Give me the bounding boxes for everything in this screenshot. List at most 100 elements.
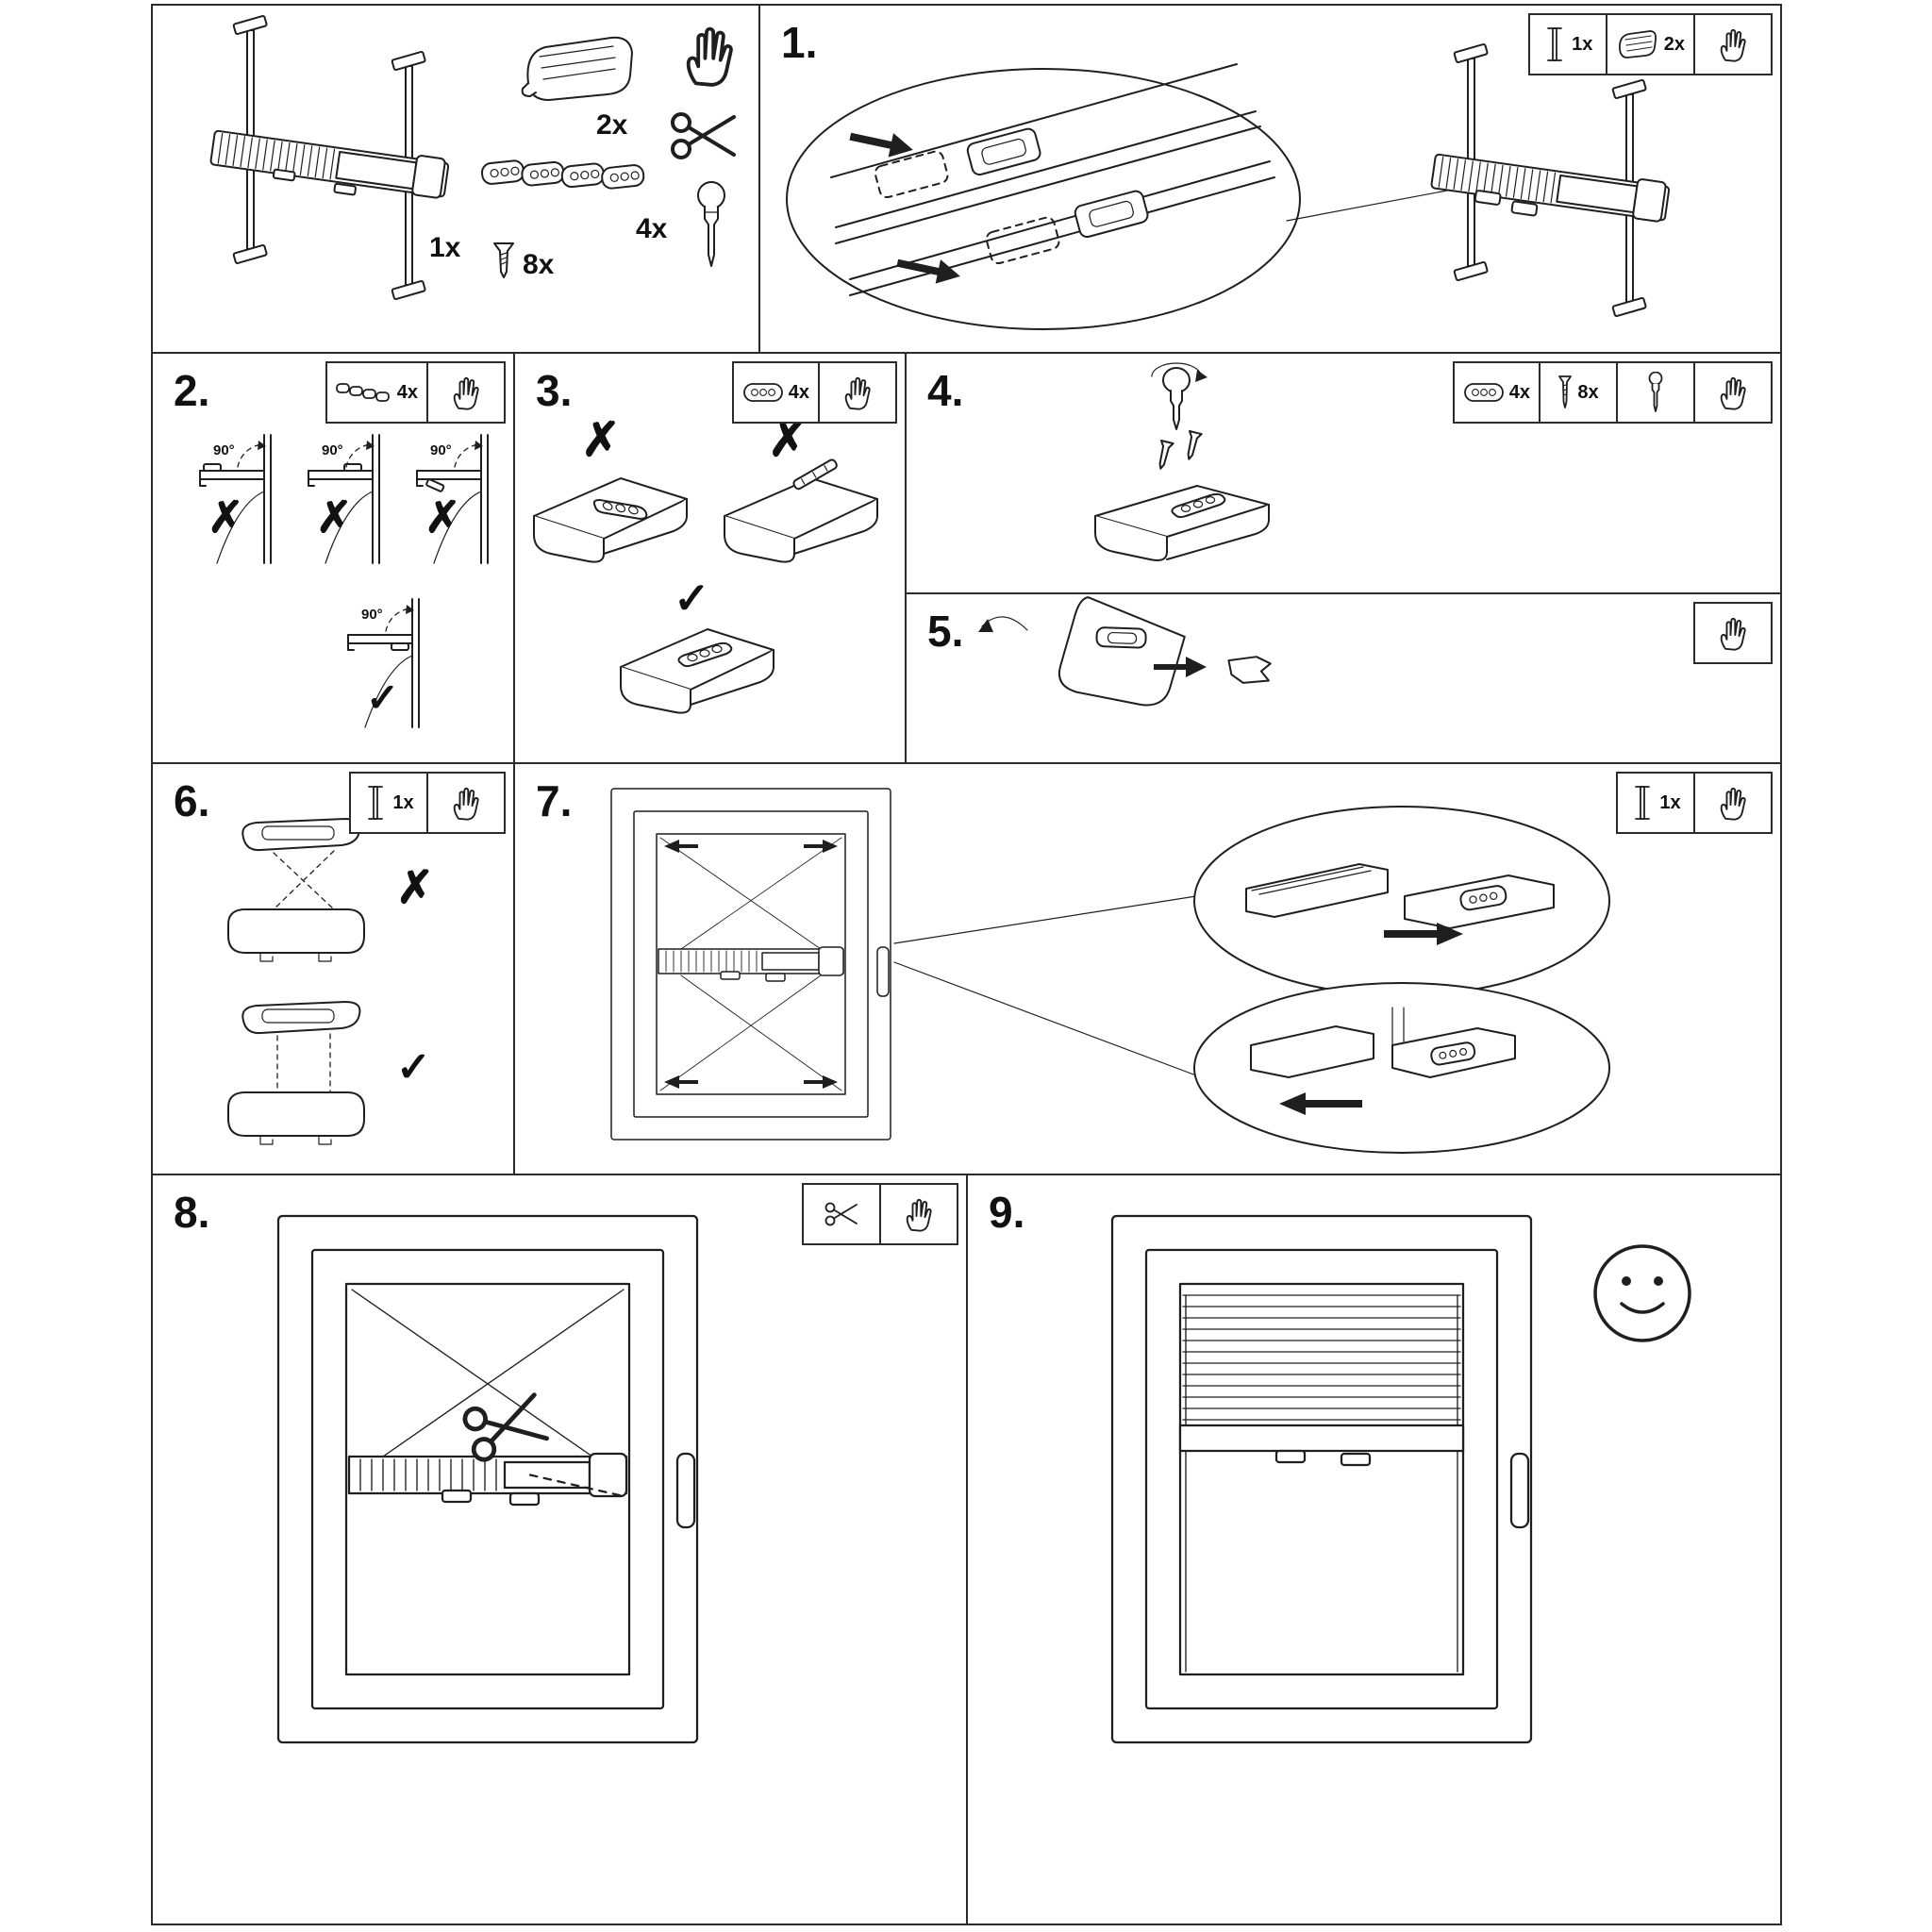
right-orientation	[620, 628, 774, 714]
tool-hand	[426, 361, 506, 424]
tool-qty: 4x	[1508, 381, 1530, 403]
tool-bracket: 4x	[731, 361, 820, 424]
hand-icon	[1720, 376, 1746, 410]
tool-hand	[1693, 361, 1773, 424]
hand-icon	[1720, 617, 1746, 651]
tool-hand	[1693, 602, 1773, 664]
bracket-icon	[742, 383, 783, 402]
bracket-icon	[1463, 383, 1504, 402]
tool-qty: 1x	[1572, 33, 1593, 55]
wrong-mark: ✗	[208, 492, 244, 541]
hand-icon	[453, 376, 479, 410]
screw-illustration	[1187, 430, 1203, 460]
tool-clip: 2x	[1605, 13, 1695, 75]
tool-hand	[1693, 772, 1773, 834]
step-4-art	[1094, 362, 1270, 561]
step-6-panel: 6. 1x	[151, 762, 515, 1175]
hand-icon	[686, 26, 733, 87]
quantity-label: 8x	[523, 249, 555, 280]
window-illustration	[1110, 1214, 1533, 1744]
tool-screwdriver	[1616, 361, 1695, 424]
step-1-tools: 1x 2x	[1527, 13, 1773, 75]
tool-blind: 1x	[1616, 772, 1695, 834]
tool-blind: 1x	[349, 772, 428, 834]
quantity-label: 1x	[429, 232, 461, 263]
tool-hand	[1693, 13, 1773, 75]
step-7-tools: 1x	[1616, 772, 1773, 834]
step-number: 7.	[536, 776, 573, 825]
step-4-panel: 4. 4x 8x	[905, 352, 1782, 594]
step-number: 8.	[174, 1188, 210, 1237]
wrong-mark: ✗	[581, 413, 621, 466]
top-rail-detail	[1245, 863, 1555, 945]
step-6-tools: 1x	[349, 772, 506, 834]
tool-qty: 1x	[1659, 791, 1681, 813]
tool-qty: 4x	[788, 381, 809, 403]
step-9-panel: 9.	[966, 1174, 1782, 1925]
blind-icon	[1635, 786, 1651, 820]
scissors-cutting	[462, 1392, 549, 1462]
removed-part	[1227, 656, 1272, 684]
hand-icon	[1720, 28, 1746, 62]
parts-overview-panel: 1x 2x 4x 8x	[151, 4, 760, 354]
screwdriver-icon	[1648, 372, 1663, 412]
pull-arrow	[1154, 657, 1207, 677]
wrong-mark: ✗	[396, 863, 435, 913]
step-5-art	[978, 596, 1272, 707]
screw-illustration	[1158, 440, 1174, 470]
screwdriver-icon	[697, 181, 725, 267]
step-number: 2.	[174, 366, 210, 415]
angle-label: 90°	[361, 607, 383, 623]
angle-label: 90°	[213, 442, 235, 458]
wrong-mount-2	[308, 434, 380, 564]
step-7-panel: 7. 1x	[513, 762, 1782, 1175]
step-3-tools: 4x	[731, 361, 897, 424]
check-mark: ✓	[396, 1044, 431, 1091]
step-1-panel: 1. 1x 2x	[758, 4, 1782, 354]
step-3-art	[533, 458, 878, 714]
blind-illustration	[1430, 42, 1671, 317]
spread-arrows	[664, 840, 838, 1089]
step-7-art	[610, 788, 1610, 1154]
screwdriver-illustration	[1151, 362, 1208, 430]
window-illustration	[610, 788, 891, 1141]
endpiece-tilted	[1058, 596, 1186, 707]
wrong-orientation-1	[533, 477, 688, 563]
step-5-tools	[1693, 602, 1773, 664]
parts-overview-art	[209, 14, 736, 300]
wrong-orientation-2	[724, 458, 878, 563]
step-2-art	[199, 434, 489, 728]
tool-hand	[426, 772, 506, 834]
clip-icon	[1618, 30, 1657, 58]
hand-icon	[906, 1198, 932, 1232]
blind-rail	[658, 946, 844, 982]
bottom-rail-detail	[1250, 1007, 1516, 1115]
step-8-tools	[802, 1183, 958, 1245]
window-illustration	[276, 1214, 699, 1744]
bracket-strip-icon	[335, 383, 390, 402]
step-3-panel: 3. 4x	[513, 352, 907, 764]
magnifier-ellipse	[786, 68, 1301, 330]
tool-qty: 8x	[1577, 381, 1599, 403]
step-4-tools: 4x 8x	[1452, 361, 1773, 424]
step-number: 9.	[989, 1188, 1025, 1237]
screw-icon	[1558, 375, 1573, 408]
step-8-art	[276, 1214, 699, 1744]
tool-qty: 1x	[392, 791, 414, 813]
right-assembly	[227, 1001, 365, 1145]
rail-detail	[830, 63, 1275, 296]
tool-bracket: 4x	[1452, 361, 1541, 424]
step-number: 3.	[536, 366, 573, 415]
quantity-label: 4x	[636, 213, 668, 244]
tool-hand	[818, 361, 897, 424]
check-mark: ✓	[674, 574, 710, 623]
tool-qty: 2x	[1663, 33, 1685, 55]
step-9-art	[1110, 1214, 1691, 1744]
blind-icon	[1547, 27, 1563, 61]
step-number: 1.	[781, 18, 818, 67]
step-2-panel: 2. 4x	[151, 352, 515, 764]
tool-hand	[879, 1183, 958, 1245]
step-2-tools: 4x	[325, 361, 506, 424]
wrong-mount-1	[199, 434, 272, 564]
